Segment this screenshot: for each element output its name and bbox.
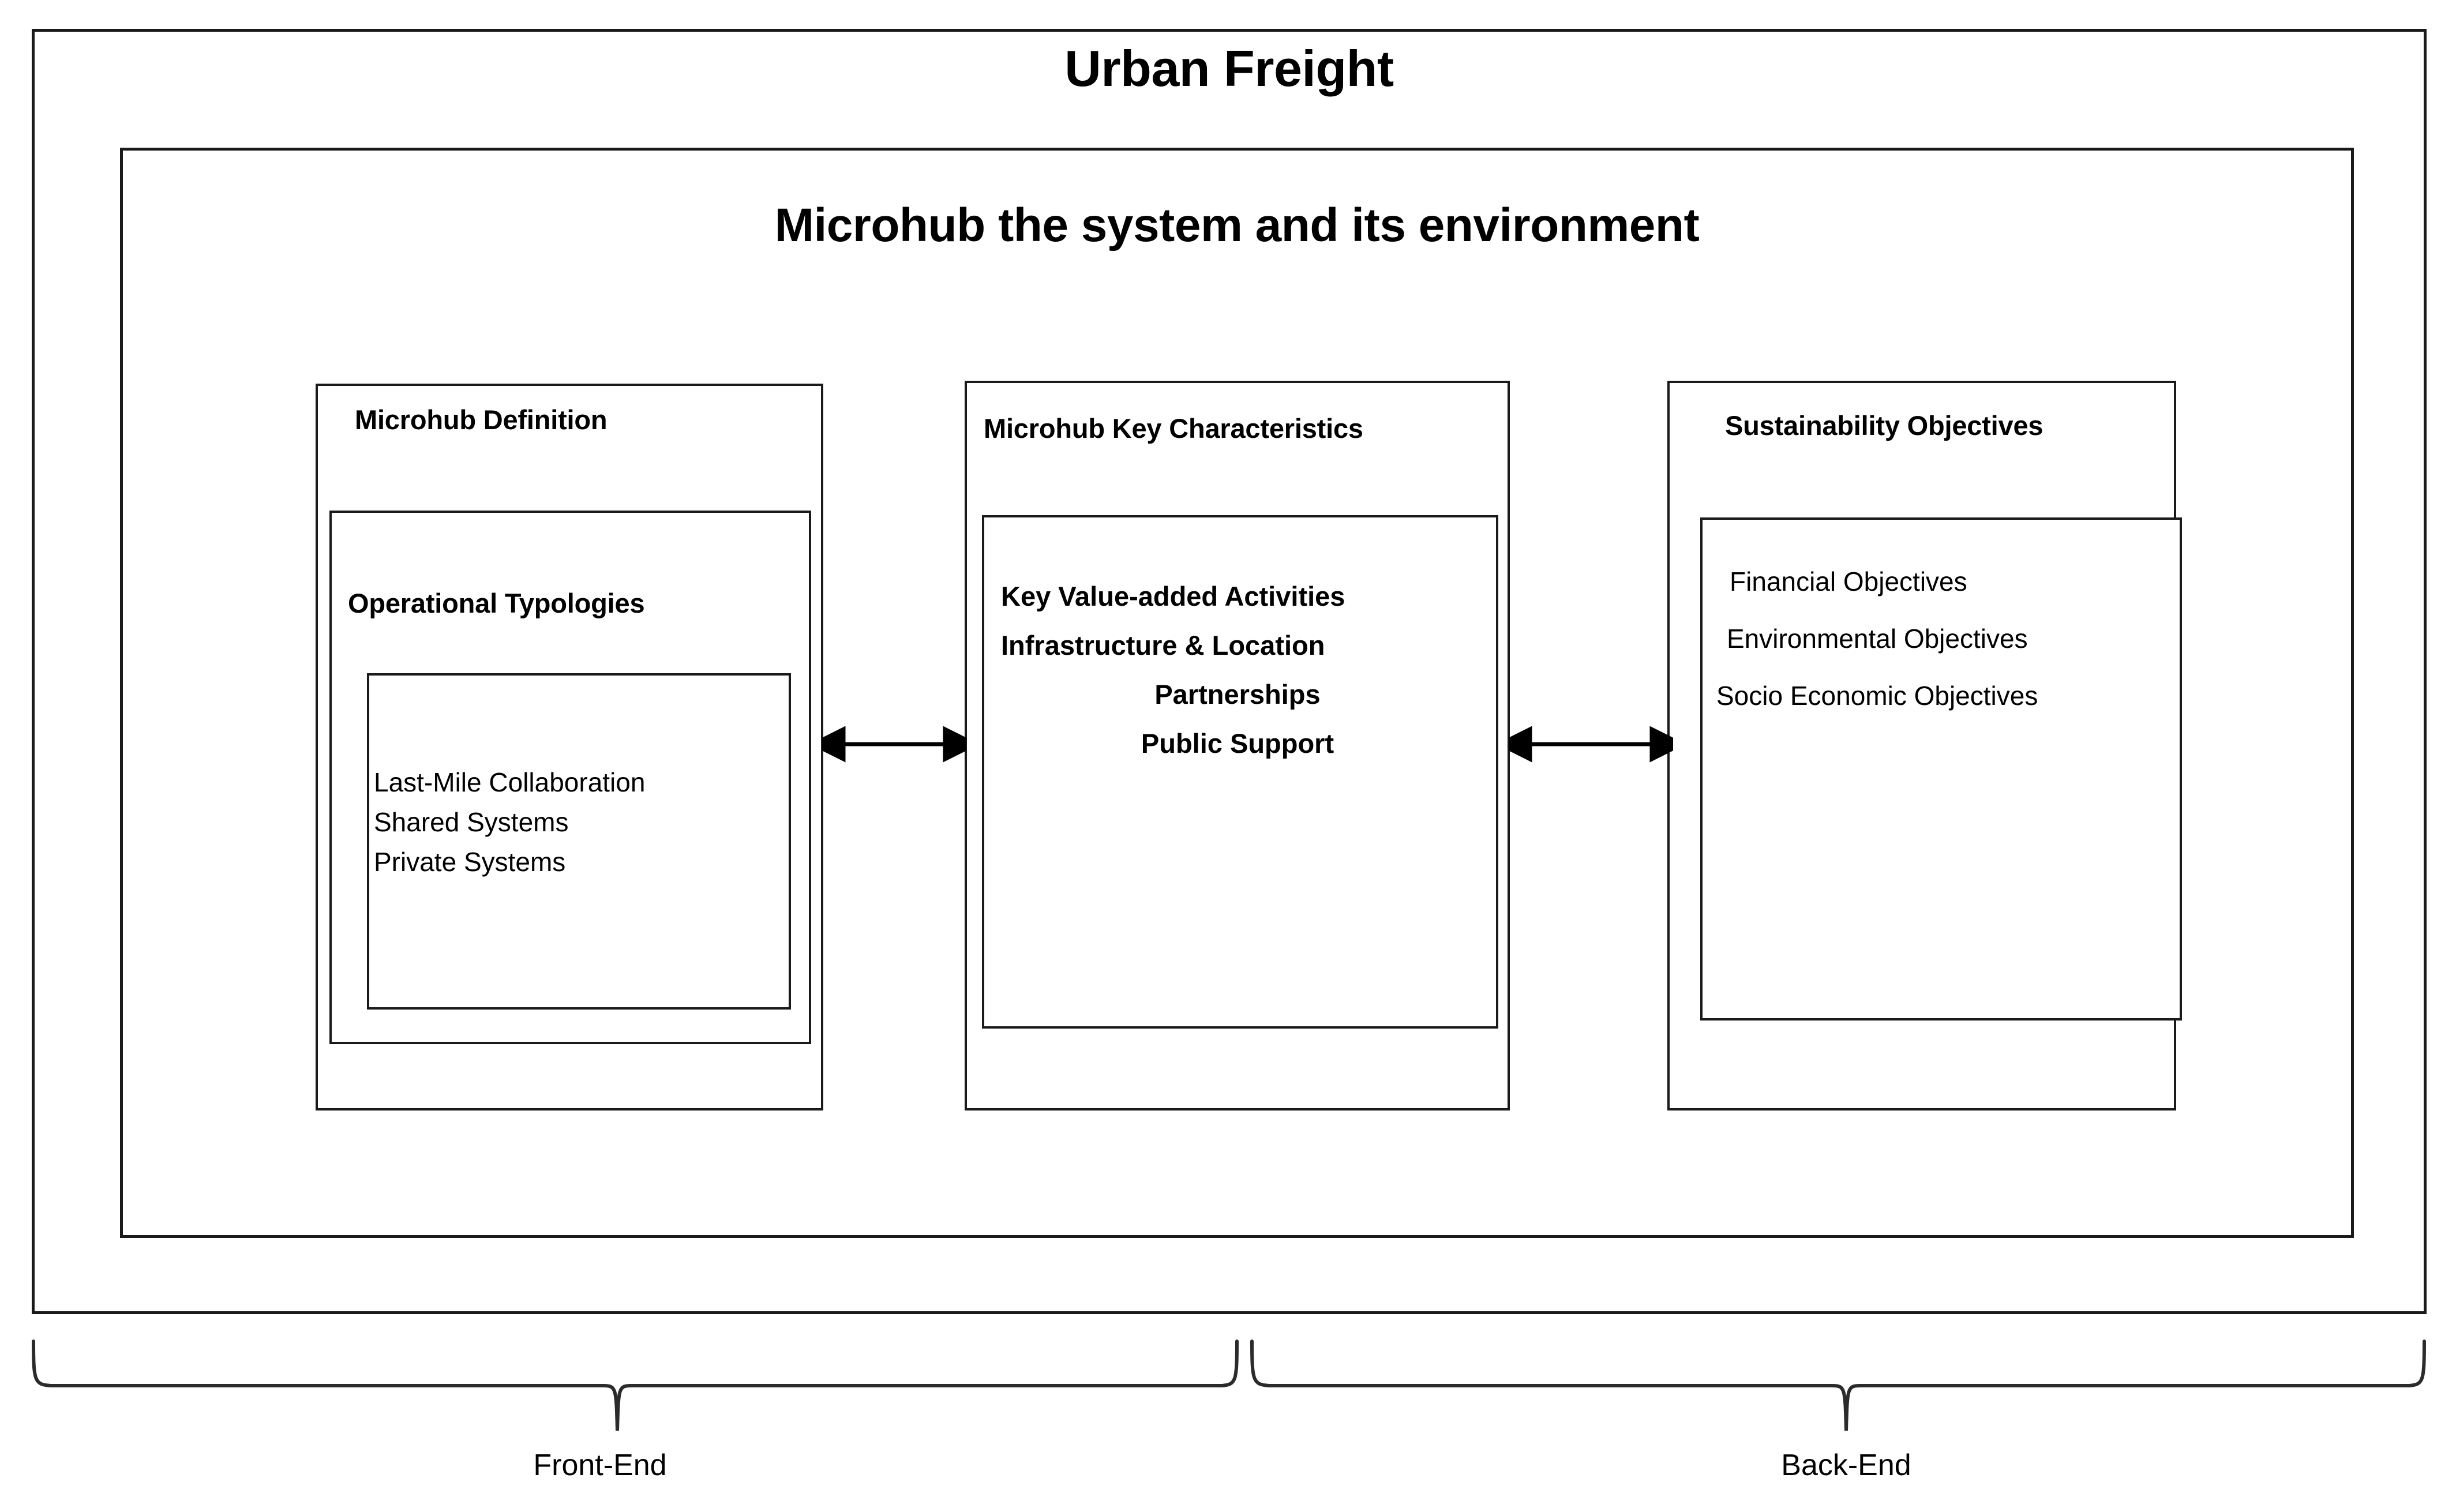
list-item: Environmental Objectives <box>1727 624 2028 654</box>
brace-label-back-end: Back-End <box>1781 1449 1911 1482</box>
grouping-braces <box>32 1340 2426 1431</box>
sustainability-objectives-heading: Sustainability Objectives <box>1725 410 2043 441</box>
sustainability-objectives-list: Financial Objectives Environmental Objec… <box>1716 568 2038 740</box>
list-item: Infrastructure & Location <box>1001 630 1325 661</box>
operational-typologies-heading: Operational Typologies <box>348 588 645 618</box>
key-characteristics-items-box <box>982 515 1498 1029</box>
key-characteristics-list: Key Value-added Activities Infrastructur… <box>1001 583 1474 779</box>
list-item: Financial Objectives <box>1730 566 1967 596</box>
diagram-subtitle: Microhub the system and its environment <box>774 199 1700 252</box>
list-item: Last-Mile Collaboration <box>374 767 646 797</box>
microhub-definition-heading: Microhub Definition <box>355 404 608 435</box>
double-arrow-icon-definition-to-characteristics <box>822 726 966 763</box>
list-item: Partnerships <box>1154 679 1321 710</box>
microhub-key-characteristics-heading: Microhub Key Characteristics <box>984 413 1363 444</box>
operational-typologies-items-box <box>367 673 791 1010</box>
brace-label-front-end: Front-End <box>533 1449 667 1482</box>
list-item: Shared Systems <box>374 807 569 837</box>
operational-typologies-list: Last-Mile Collaboration Shared Systems P… <box>374 763 645 882</box>
list-item: Public Support <box>1141 728 1334 759</box>
list-item: Private Systems <box>374 847 566 877</box>
diagram-title: Urban Freight <box>1064 40 1394 97</box>
double-arrow-icon-characteristics-to-objectives <box>1509 726 1673 763</box>
sustainability-objectives-items-box <box>1700 517 2182 1020</box>
list-item: Key Value-added Activities <box>1001 581 1345 611</box>
list-item: Socio Economic Objectives <box>1716 681 2038 711</box>
